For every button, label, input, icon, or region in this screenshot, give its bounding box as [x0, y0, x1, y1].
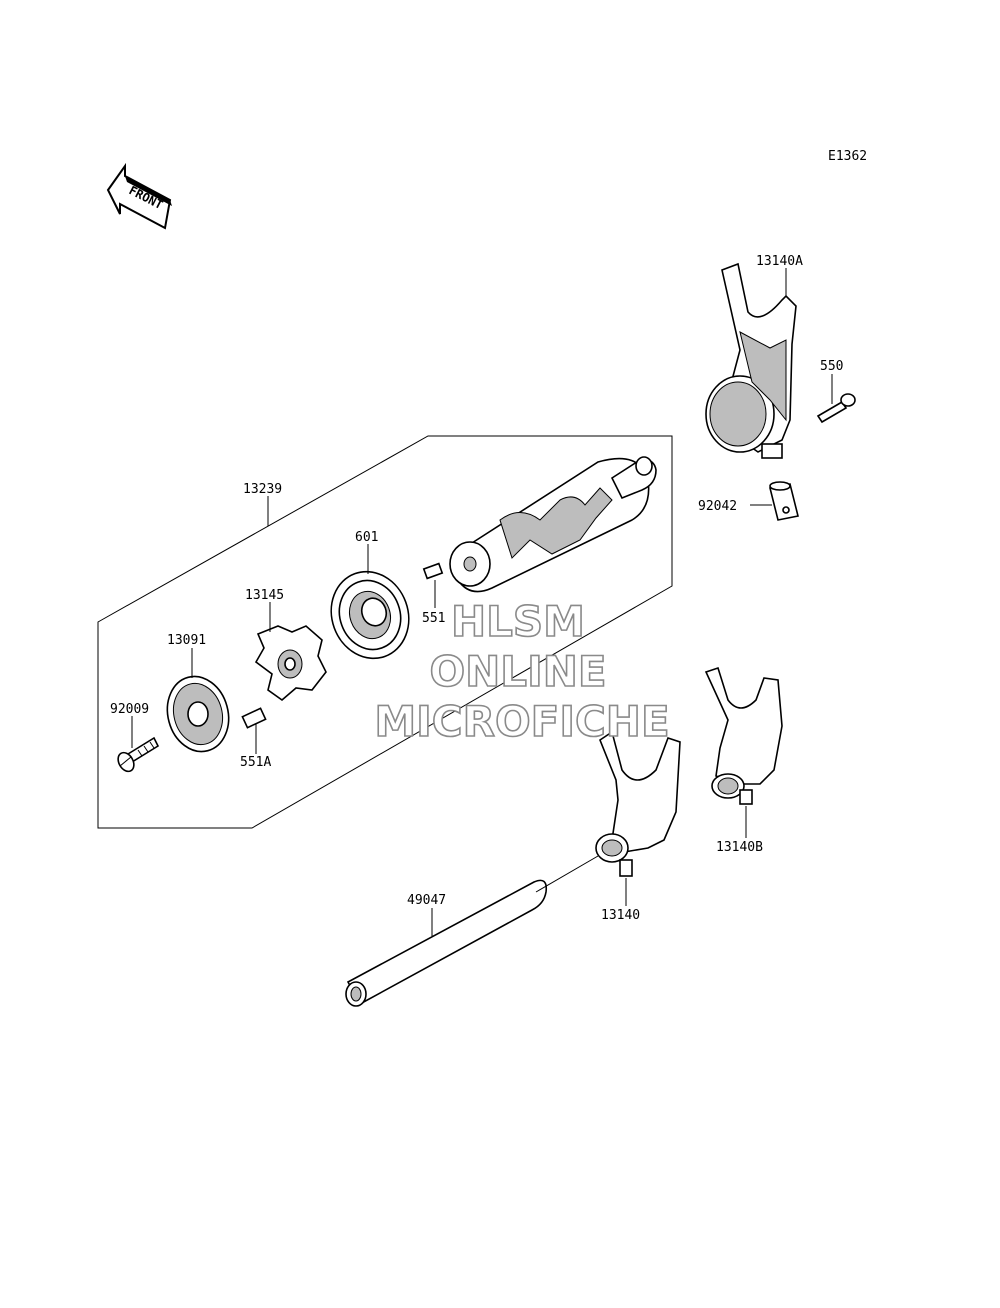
part-label-92042: 92042	[698, 499, 737, 514]
plate-13091	[166, 675, 230, 753]
watermark-line3: MICROFICHE	[374, 697, 669, 746]
part-label-13091: 13091	[167, 633, 206, 648]
part-label-49047: 49047	[407, 893, 446, 908]
part-label-551A: 551A	[240, 755, 271, 770]
leader-lines	[131, 268, 833, 936]
bearing-601	[330, 570, 410, 660]
shift-fork-13140	[595, 730, 681, 877]
pin-551	[422, 562, 444, 580]
star-cam-13145	[254, 625, 327, 702]
part-label-13145: 13145	[245, 588, 284, 603]
watermark-line2: ONLINE	[429, 647, 606, 696]
shaft-49047	[345, 879, 548, 1007]
shift-drum	[449, 456, 657, 593]
watermark-line1: HLSM	[451, 597, 585, 646]
shift-fork-13140B	[704, 666, 783, 805]
part-label-13140B: 13140B	[716, 840, 763, 855]
part-label-13239: 13239	[243, 482, 282, 497]
part-label-92009: 92009	[110, 702, 149, 717]
diagram-code: E1362	[828, 149, 867, 164]
shift-fork-13140A	[705, 262, 797, 459]
cotter-pin-550	[816, 393, 856, 424]
part-label-13140A: 13140A	[756, 254, 803, 269]
screw-92009	[117, 736, 160, 773]
pin-551A	[241, 707, 267, 729]
part-label-551: 551	[422, 611, 445, 626]
part-label-601: 601	[355, 530, 378, 545]
pin-92042	[769, 481, 799, 521]
front-arrow-icon: FRONT	[106, 162, 172, 230]
part-label-550: 550	[820, 359, 843, 374]
assembly-outline-13239	[97, 435, 673, 829]
part-label-13140: 13140	[601, 908, 640, 923]
